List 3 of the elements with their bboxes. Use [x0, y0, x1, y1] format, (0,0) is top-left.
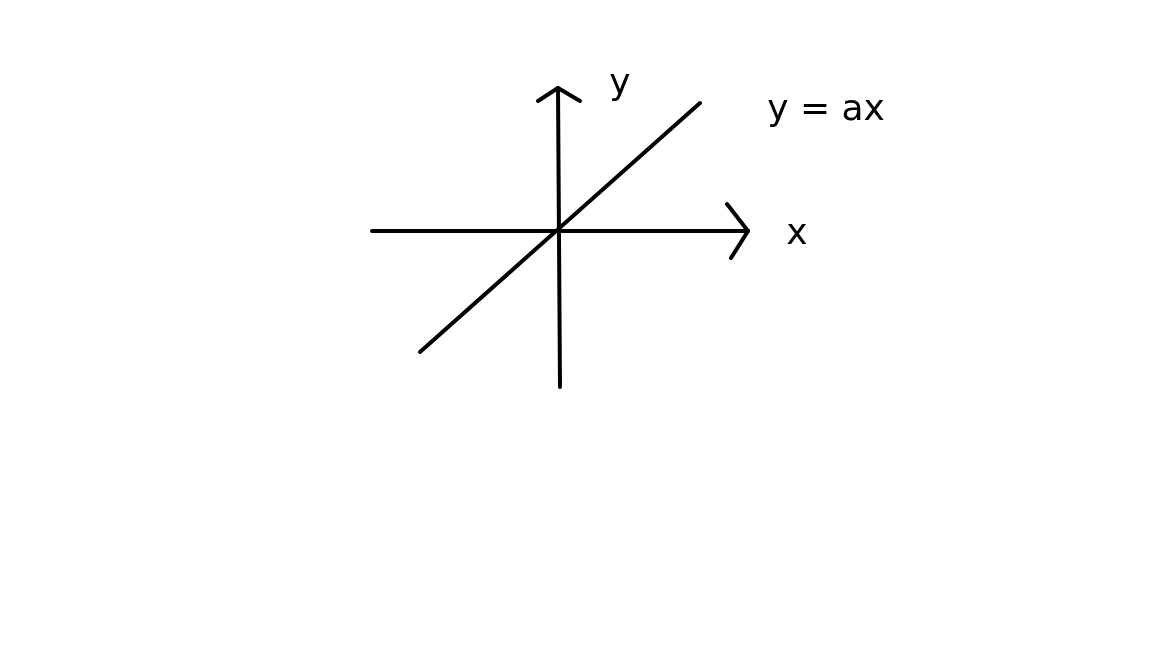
x-axis-label: x [786, 214, 808, 250]
equation-label: y = ax [767, 90, 885, 126]
y-axis-label: y [609, 64, 631, 100]
